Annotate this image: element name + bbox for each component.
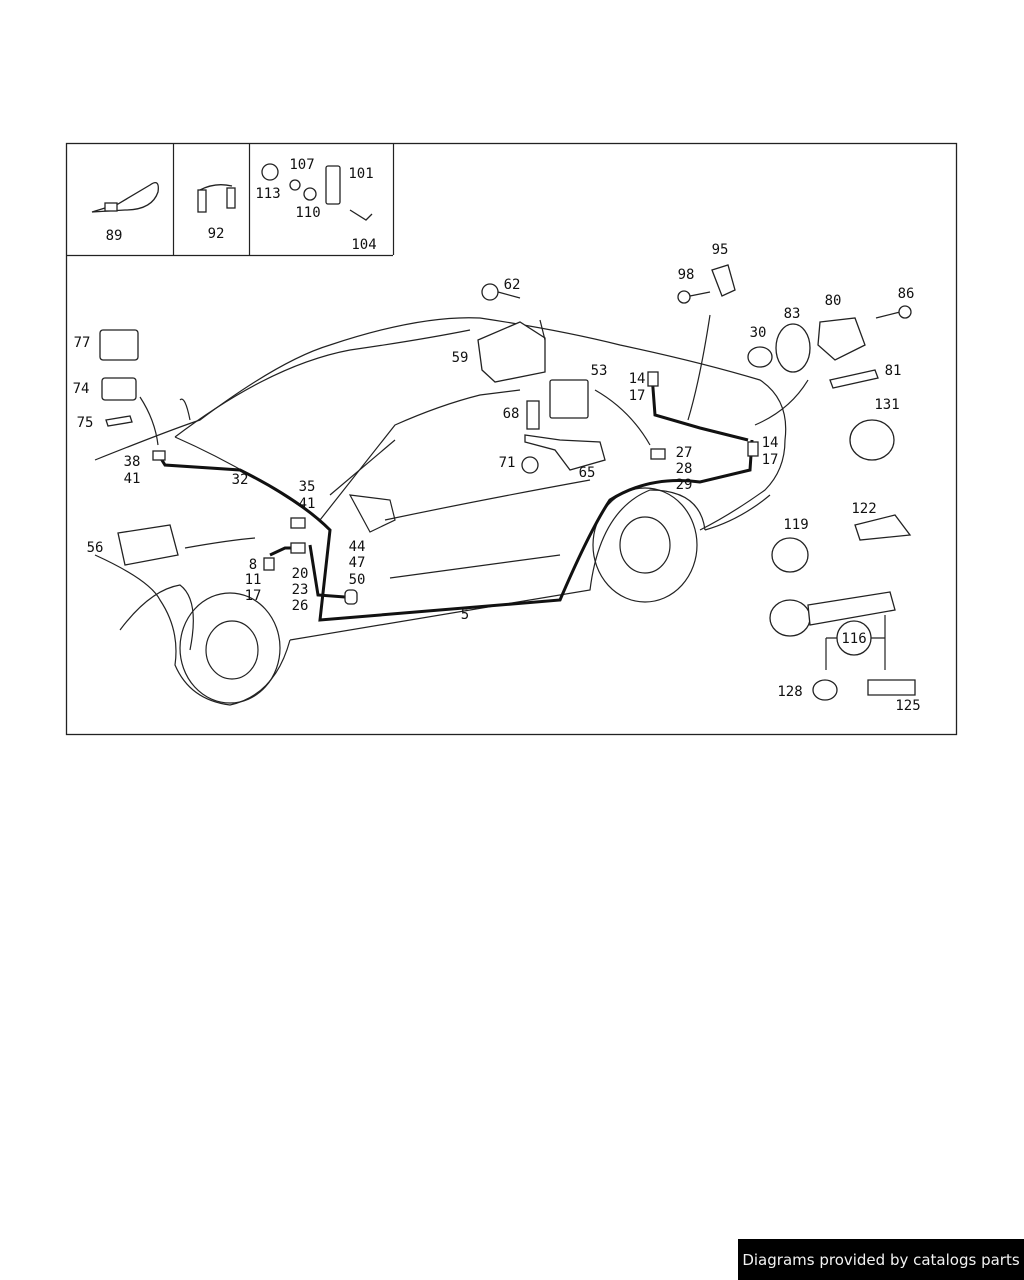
inset-boxes	[66, 143, 395, 257]
control-unit-56-icon	[117, 524, 179, 566]
part-label: 41	[124, 471, 141, 487]
plug-119-icon	[771, 537, 809, 573]
part-label: 98	[678, 267, 695, 283]
part-label: 116	[841, 631, 866, 647]
part-label: 92	[208, 226, 225, 242]
part-label: 8	[249, 557, 257, 573]
fastener-set-icon	[261, 163, 373, 221]
part-label: 71	[499, 455, 516, 471]
part-label: 59	[452, 350, 469, 366]
socket-131-icon	[849, 419, 895, 461]
diagram-frame	[65, 142, 958, 736]
relay-74-icon	[101, 377, 137, 401]
part-label: 44	[349, 539, 366, 555]
part-label: 68	[503, 406, 520, 422]
part-label: 17	[245, 588, 262, 604]
bracket-65-icon	[524, 434, 606, 471]
pin-81-icon	[829, 369, 879, 389]
part-label: 107	[289, 157, 314, 173]
part-label: 11	[245, 572, 262, 588]
connectors	[152, 371, 759, 605]
part-label: 65	[579, 465, 596, 481]
callouts: 62 95 98 86 80 83 30 77 59 53 14 17 81 7…	[73, 242, 921, 714]
part-label: 41	[299, 496, 316, 512]
part-label: 86	[898, 286, 915, 302]
part-label: 119	[783, 517, 808, 533]
credit-text: Diagrams provided by catalogs parts	[742, 1250, 1020, 1269]
part-label: 32	[232, 472, 249, 488]
car-body-outline	[94, 317, 787, 706]
part-label: 83	[784, 306, 801, 322]
part-label: 104	[351, 237, 376, 253]
bulb-75-icon	[105, 415, 133, 427]
part-label: 95	[712, 242, 729, 258]
part-label: 14	[762, 435, 779, 451]
plug-122-icon	[854, 514, 912, 541]
relay-77-icon	[99, 329, 139, 361]
part-label: 131	[874, 397, 899, 413]
part-label: 26	[292, 598, 309, 614]
credit-banner: Diagrams provided by catalogs parts	[738, 1239, 1024, 1280]
part-label: 74	[73, 381, 90, 397]
module-59-icon	[477, 321, 546, 383]
part-label: 5	[461, 607, 469, 623]
part-label: 128	[777, 684, 802, 700]
trailer-cable-icon	[769, 591, 916, 701]
part-label: 30	[750, 325, 767, 341]
screw-62-icon	[481, 283, 521, 301]
cover-80-icon	[817, 317, 866, 361]
part-label: 56	[87, 540, 104, 556]
cable-tie-icon	[91, 182, 159, 213]
part-label: 77	[74, 335, 91, 351]
part-label: 35	[299, 479, 316, 495]
part-label: 110	[295, 205, 320, 221]
part-label: 75	[77, 415, 94, 431]
part-label: 14	[629, 371, 646, 387]
part-label: 62	[504, 277, 521, 293]
part-label: 17	[762, 452, 779, 468]
part-label: 29	[676, 477, 693, 493]
part-label: 47	[349, 555, 366, 571]
part-label: 27	[676, 445, 693, 461]
leader-arrows	[139, 314, 809, 549]
part-label: 20	[292, 566, 309, 582]
part-label: 125	[895, 698, 920, 714]
screw-98-icon	[677, 290, 711, 304]
screw-86-icon	[875, 305, 912, 319]
part-label: 17	[629, 388, 646, 404]
part-label: 89	[106, 228, 123, 244]
part-label: 113	[255, 186, 280, 202]
bolt-68-icon	[526, 400, 540, 430]
part-label: 28	[676, 461, 693, 477]
part-label: 38	[124, 454, 141, 470]
relay-53-icon	[549, 379, 589, 419]
part-label: 80	[825, 293, 842, 309]
part-label: 101	[348, 166, 373, 182]
part-label: 50	[349, 572, 366, 588]
part-label: 122	[851, 501, 876, 517]
part-label: 81	[885, 363, 902, 379]
part-label: 23	[292, 582, 309, 598]
socket-30-icon	[747, 346, 773, 368]
nut-71-icon	[521, 456, 539, 474]
housing-83-icon	[775, 323, 811, 373]
clip-icon	[197, 184, 236, 213]
part-label: 53	[591, 363, 608, 379]
clip-95-icon	[711, 264, 736, 297]
wiring-harness	[158, 374, 754, 622]
